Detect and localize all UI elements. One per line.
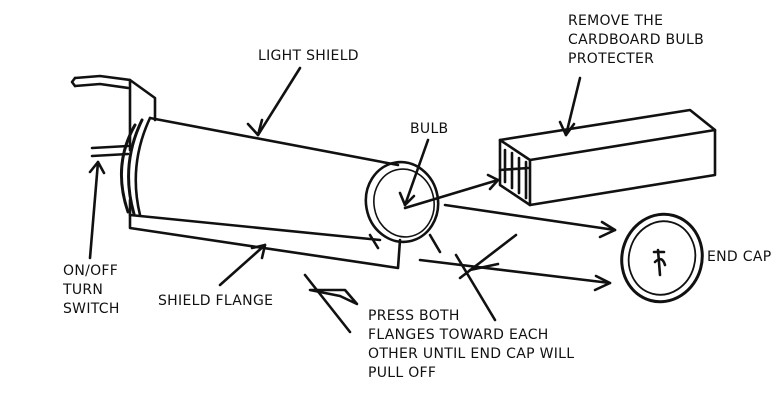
press-flanges-label: PRESS BOTH FLANGES TOWARD EACH OTHER UNT… bbox=[368, 308, 575, 381]
bulb-label: BULB bbox=[410, 121, 449, 137]
switch-label: ON/OFF TURN SWITCH bbox=[63, 263, 120, 317]
light-shield bbox=[119, 116, 400, 242]
end-cap-label: END CAP bbox=[707, 249, 772, 265]
bulb-end bbox=[364, 160, 442, 254]
leader-lines bbox=[88, 66, 617, 334]
shield-flange-label: SHIELD FLANGE bbox=[158, 293, 274, 309]
switch-bracket bbox=[70, 74, 157, 158]
light-shield-label: LIGHT SHIELD bbox=[258, 48, 359, 64]
end-cap bbox=[620, 212, 704, 304]
remove-protector-label: REMOVE THE CARDBOARD BULB PROTECTER bbox=[568, 13, 704, 67]
shield-flange bbox=[128, 198, 402, 270]
cardboard-protector bbox=[498, 108, 717, 207]
